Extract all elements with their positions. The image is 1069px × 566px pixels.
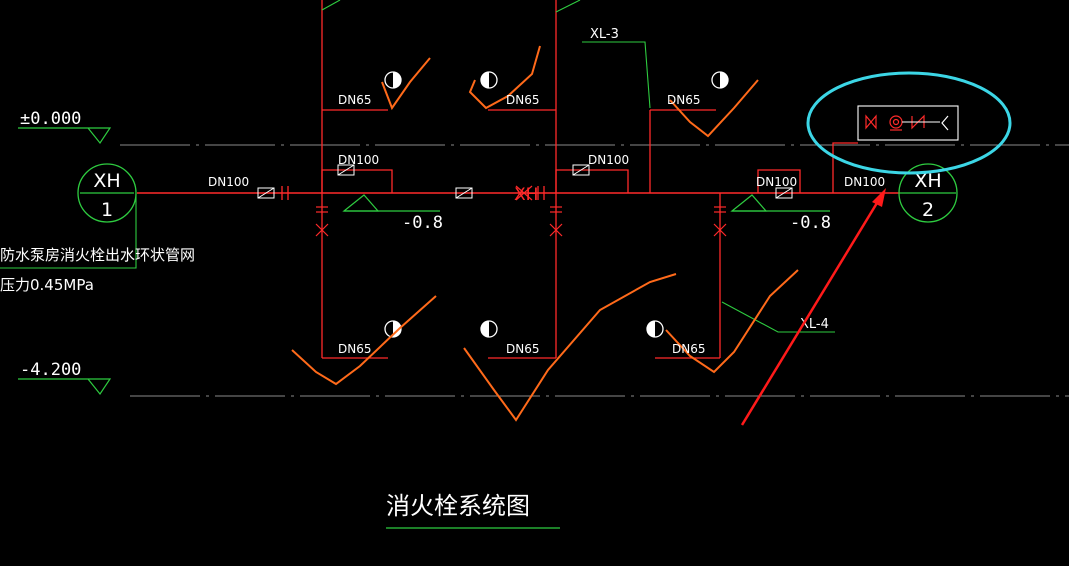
gate-valve-icon bbox=[713, 206, 727, 237]
pipe-label: DN100 bbox=[338, 153, 379, 167]
fire-hydrant-icon bbox=[480, 71, 498, 89]
pipe-label: DN65 bbox=[338, 93, 372, 107]
annotation-arrow-icon bbox=[740, 188, 886, 426]
level-marker-basement: -4.200 bbox=[18, 360, 112, 396]
node-xh1-top: XH bbox=[93, 170, 120, 192]
pipe-label: DN65 bbox=[667, 93, 701, 107]
check-valve-icon bbox=[455, 187, 473, 199]
node-xh2-top: XH bbox=[914, 170, 941, 192]
bypass-pipe bbox=[832, 142, 858, 193]
pipe-label: DN65 bbox=[672, 342, 706, 356]
riser-valves bbox=[315, 185, 727, 237]
fire-hydrant-icon bbox=[711, 71, 729, 89]
node-xh1: XH 1 bbox=[0, 163, 137, 269]
pipe-label: DN65 bbox=[338, 342, 372, 356]
pipe-label: DN100 bbox=[756, 175, 797, 189]
gate-valve-icon bbox=[315, 206, 329, 237]
gate-valve-icon bbox=[549, 206, 563, 237]
node-xh2-bottom: 2 bbox=[922, 199, 934, 221]
node-xh1-bottom: 1 bbox=[101, 199, 113, 221]
riser-tag-xl4: XL-4 bbox=[800, 317, 829, 332]
node-xh2: XH 2 bbox=[898, 163, 958, 223]
flange-marks bbox=[281, 186, 545, 200]
level-label-ground: ±0.000 bbox=[20, 109, 81, 129]
elevation-marker-right bbox=[730, 194, 830, 212]
revision-marks bbox=[291, 45, 799, 422]
level-marker-ground: ±0.000 bbox=[18, 109, 112, 145]
pipe-label: DN100 bbox=[844, 175, 885, 189]
check-valve-icon bbox=[572, 164, 590, 176]
risers bbox=[321, 0, 801, 359]
elevation-label-right: -0.8 bbox=[790, 213, 831, 233]
pump-adapter-assembly-icon bbox=[857, 105, 959, 141]
riser-tag-leaders bbox=[321, 0, 835, 333]
pipe-labels: DN100 DN100 DN100 DN100 DN100 DN65 DN65 … bbox=[208, 93, 885, 356]
diagram-title: 消火栓系统图 bbox=[386, 492, 530, 520]
elevation-marker-left bbox=[342, 194, 440, 212]
fire-hydrant-icon bbox=[384, 71, 402, 89]
check-valve-icon bbox=[257, 187, 275, 199]
riser-tag-xl3: XL-3 bbox=[590, 27, 619, 42]
valve-symbols bbox=[257, 164, 793, 199]
gate-valve-icon bbox=[515, 185, 533, 201]
note-line-2: 压力0.45MPa bbox=[0, 276, 94, 294]
floor-axis-lines bbox=[120, 144, 1069, 397]
pipe-label: DN65 bbox=[506, 342, 540, 356]
pipe-label: DN100 bbox=[588, 153, 629, 167]
level-label-basement: -4.200 bbox=[20, 360, 81, 380]
check-valve-icon bbox=[337, 164, 355, 176]
highlight-ellipse bbox=[806, 71, 1012, 175]
pipe-label: DN100 bbox=[208, 175, 249, 189]
fire-hydrant-icon bbox=[646, 320, 664, 338]
check-valve-icon bbox=[775, 187, 793, 199]
elevation-label-left: -0.8 bbox=[402, 213, 443, 233]
center-node-tag: XH bbox=[514, 185, 538, 205]
note-line-1: 防水泵房消火栓出水环状管网 bbox=[0, 246, 195, 264]
fire-hydrant-icon bbox=[480, 320, 498, 338]
pipe-label: DN65 bbox=[506, 93, 540, 107]
